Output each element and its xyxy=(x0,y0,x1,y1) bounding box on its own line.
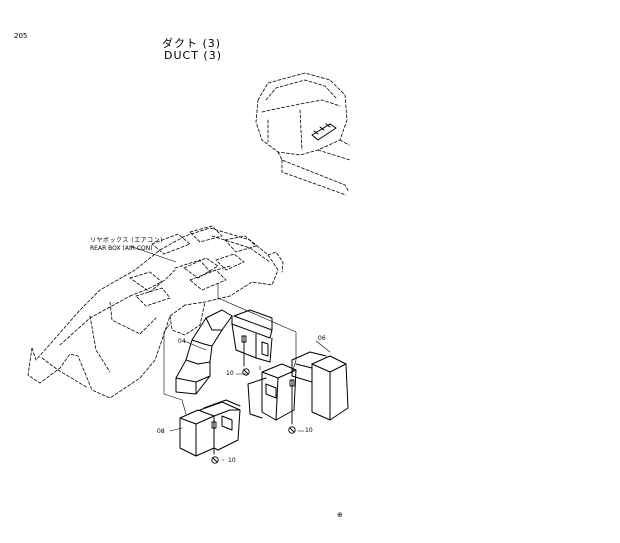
rear-box-label-english: REAR BOX (AIR-CON) xyxy=(90,245,153,252)
reference-lines xyxy=(129,245,331,461)
part-label-10: 10 xyxy=(305,427,313,434)
duct-part-06 xyxy=(247,351,349,421)
rear-box-housing xyxy=(27,225,284,399)
part-label-04: 04 xyxy=(178,338,186,345)
locator-cab-view xyxy=(255,72,351,196)
rear-box-label-japanese: リヤボックス (エアコン) xyxy=(90,237,163,244)
part-label-06: 06 xyxy=(318,335,326,342)
footer-mark: ⊕ xyxy=(337,511,343,519)
locator-highlight xyxy=(311,123,337,141)
part-label-08: 08 xyxy=(157,428,165,435)
part-label-10: 10 xyxy=(226,370,234,377)
part-label-10: 10 xyxy=(228,457,236,464)
page-number: 205 xyxy=(14,32,28,40)
duct-part-08 xyxy=(179,399,241,457)
screw-part-10-a xyxy=(241,335,250,376)
title-english: DUCT (3) xyxy=(164,49,222,62)
duct-part-04 xyxy=(175,309,273,395)
screw-part-10-c xyxy=(211,421,219,464)
screw-part-10-b xyxy=(288,379,296,434)
title-japanese: ダクト (3) xyxy=(162,37,222,50)
